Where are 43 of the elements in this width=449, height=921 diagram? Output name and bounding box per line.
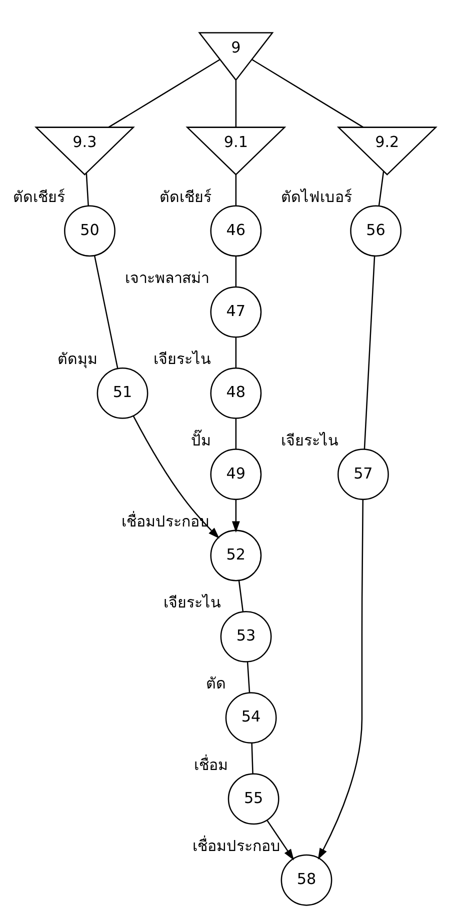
node-label: ตัดมุม xyxy=(58,350,98,368)
node-circle: 54 xyxy=(225,692,277,744)
arrow xyxy=(266,819,294,860)
node-circle: 48 xyxy=(210,367,262,418)
node-label: เชื่อม xyxy=(194,755,228,774)
node-circle: 55 xyxy=(228,772,280,824)
node-circle: 50 xyxy=(64,204,116,256)
connector xyxy=(246,660,250,693)
arrow xyxy=(132,415,220,538)
arrow xyxy=(318,498,364,860)
node-label: เจียระไน xyxy=(164,593,221,612)
connector xyxy=(86,172,89,206)
node-circle: 51 xyxy=(96,367,148,418)
node-label: ตัด xyxy=(206,674,226,692)
node-circle: 52 xyxy=(210,529,262,581)
node-label: เชื่อมประกอบ xyxy=(192,836,280,855)
node-label: เจียระไน xyxy=(280,430,338,449)
connector xyxy=(235,418,237,450)
connector xyxy=(364,255,376,449)
node-label: ตัดไฟเบอร์ xyxy=(280,187,352,206)
node-circle: 49 xyxy=(210,448,262,500)
connector xyxy=(251,742,254,774)
node-circle: 53 xyxy=(220,610,272,662)
arrow xyxy=(232,498,240,532)
connector xyxy=(252,58,364,128)
node-label: เจียระไน xyxy=(154,350,211,368)
connector xyxy=(235,336,237,368)
node-label: เจาะพลาสม่า xyxy=(124,268,209,286)
connector xyxy=(235,255,237,287)
node-circle: 58 xyxy=(280,854,332,906)
connector xyxy=(238,580,244,612)
connector xyxy=(378,170,384,206)
connector xyxy=(94,254,118,368)
node-circle: 47 xyxy=(210,286,262,338)
connector xyxy=(235,174,237,206)
node-circle: 46 xyxy=(210,204,262,256)
node-circle: 56 xyxy=(350,204,402,256)
node-circle: 57 xyxy=(338,448,389,500)
connector xyxy=(108,58,220,128)
node-label: ตัดเชียร์ xyxy=(13,187,66,206)
connector xyxy=(235,80,237,127)
node-label: ตัดเชียร์ xyxy=(159,187,212,206)
node-label: ปั๊ม xyxy=(191,430,212,449)
